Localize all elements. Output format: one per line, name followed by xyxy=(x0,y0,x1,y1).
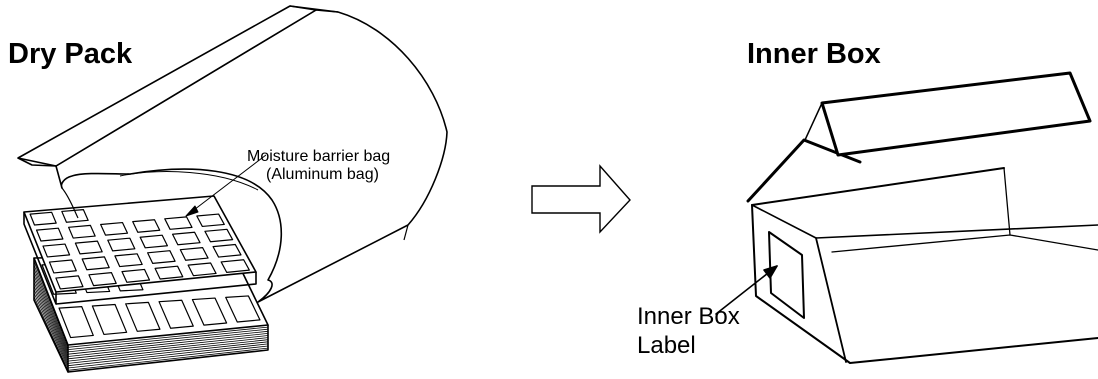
tray-pocket xyxy=(212,243,242,258)
stack-sheet-edge xyxy=(33,282,269,362)
inner-box-label-line2: Label xyxy=(637,332,696,359)
tray-pocket xyxy=(187,262,217,277)
stack-sheet-edge xyxy=(33,278,269,360)
inner-box-label-line1: Inner Box xyxy=(637,303,740,330)
tray-pocket xyxy=(68,224,96,239)
tray-pocket xyxy=(179,247,209,261)
stack-sheet-edge xyxy=(33,292,269,369)
tray-pocket xyxy=(61,209,89,223)
tray-pocket xyxy=(88,272,117,287)
tray-pocket xyxy=(42,243,71,258)
stack-sheet-edge xyxy=(33,285,269,364)
stack-sheet-edge xyxy=(33,275,269,357)
tray-pocket xyxy=(191,297,228,326)
tray-pocket xyxy=(132,219,161,233)
stack-sheet-edge xyxy=(33,261,269,348)
tray-pocket xyxy=(121,268,151,283)
stack-sheet-edge xyxy=(33,271,269,355)
tray-pocket xyxy=(107,237,136,252)
tray-pocket xyxy=(35,227,64,242)
stack-sheet-edge xyxy=(33,268,269,353)
stack-sheet-edge xyxy=(33,296,269,371)
tray-pocket xyxy=(196,213,225,228)
dry-pack-title: Dry Pack xyxy=(8,38,133,70)
inner-box-title: Inner Box xyxy=(747,38,881,70)
tray-pocket xyxy=(29,211,57,226)
tray-pocket xyxy=(55,275,84,290)
tray-pocket xyxy=(58,306,94,339)
tray-pocket xyxy=(48,259,77,274)
label-pointer-arrow xyxy=(715,265,778,315)
tray-pocket xyxy=(171,231,201,246)
tray-pocket xyxy=(114,253,143,268)
tray-pocket xyxy=(204,228,234,243)
tray-pocket xyxy=(147,250,176,264)
tray-pocket xyxy=(139,234,169,249)
box-label-window xyxy=(768,231,805,319)
tray-pocket xyxy=(81,256,110,271)
bag-pointer-arrow xyxy=(185,154,267,217)
stack-sheet-edge xyxy=(33,289,269,367)
inner-box-illustration xyxy=(715,71,1098,364)
dry-pack-illustration xyxy=(17,5,448,373)
bag-label-line1: Moisture barrier bag xyxy=(247,148,391,165)
bag-label-line2: (Aluminum bag) xyxy=(266,166,379,183)
tray-pocket xyxy=(74,240,103,255)
stack-sheet-edge xyxy=(33,264,269,350)
process-arrow xyxy=(531,164,631,234)
upper-tray xyxy=(23,195,257,305)
tray-pocket xyxy=(158,299,194,329)
tray-pocket xyxy=(125,301,161,332)
tray-pocket xyxy=(154,265,184,280)
aluminum-bag xyxy=(17,5,448,303)
tray-pocket xyxy=(100,221,129,236)
tray-pocket xyxy=(225,295,261,323)
tray-pocket xyxy=(91,303,128,336)
tray-pocket xyxy=(220,259,250,273)
tray-pocket xyxy=(164,216,193,230)
